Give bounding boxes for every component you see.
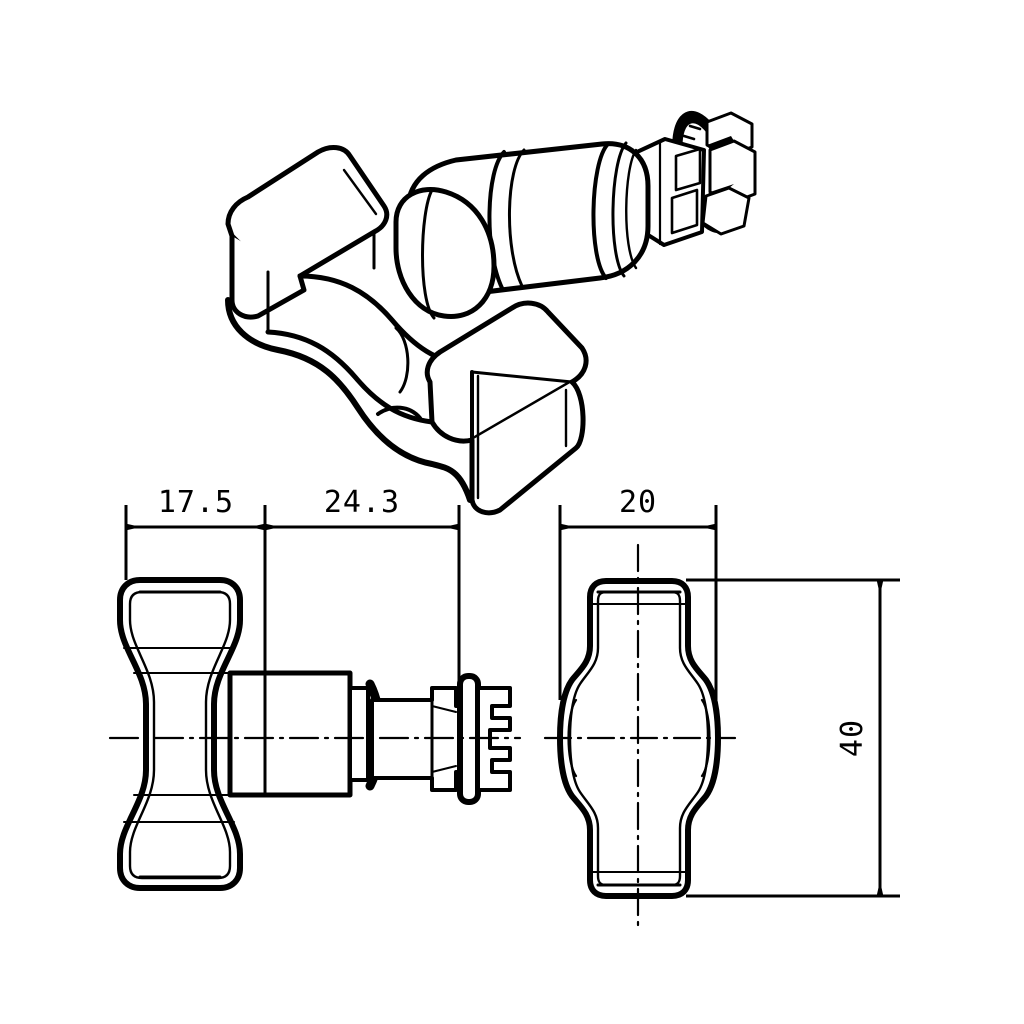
- shaft-shoulder-group: [635, 137, 706, 247]
- dimension-layer: 17.5 24.3 20 40: [124, 485, 900, 898]
- barrel-groove-4-icon: [611, 141, 628, 278]
- wing-saddle-lower-icon: [265, 329, 435, 425]
- side-slotted-end-icon: [476, 686, 512, 792]
- barrel-groove-5-icon: [625, 148, 638, 270]
- wing-saddle-rib-icon: [394, 326, 410, 394]
- barrel-groove-3-icon: [591, 142, 610, 280]
- isometric-view: [225, 110, 757, 516]
- wing-upper-facet-2-icon: [342, 168, 378, 216]
- dim-label-20: 20: [619, 485, 657, 520]
- shoulder-face-upper-icon: [674, 147, 702, 192]
- wing-dome-seam-icon: [421, 188, 436, 320]
- dim-label-17-5: 17.5: [158, 485, 234, 520]
- barrel-groove-2-icon: [507, 148, 526, 288]
- wing-lower-face-icon: [469, 379, 586, 516]
- wing-silhouette-icon: [225, 297, 473, 503]
- wing-notch-icon: [376, 405, 422, 420]
- barrel-groove-1-icon: [487, 150, 506, 290]
- shoulder-face-lower-icon: [670, 188, 699, 235]
- cap-slot-upper-icon: [707, 136, 734, 150]
- cap-slot-lower-icon: [706, 184, 734, 196]
- front-view: [543, 543, 737, 932]
- side-shaft-taper-icon: [431, 705, 457, 773]
- cap-facet-bottom-icon: [701, 186, 751, 236]
- wing-lower-facet-icon: [470, 370, 574, 384]
- wing-handle-group: [225, 145, 589, 516]
- side-view: [108, 577, 522, 891]
- dim-label-40: 40: [835, 719, 870, 757]
- side-wing-outline-icon: [117, 577, 243, 891]
- side-barrel-icon: [227, 670, 353, 798]
- wing-upper-facet-icon: [348, 154, 386, 208]
- side-stub-icon: [348, 686, 370, 782]
- wing-lower-right-icon: [424, 300, 589, 444]
- dim-label-24-3: 24.3: [324, 485, 400, 520]
